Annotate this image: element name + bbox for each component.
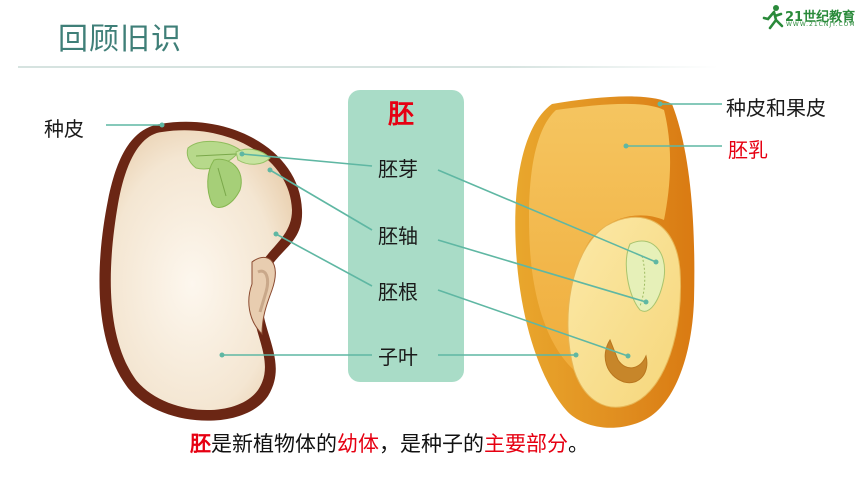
corn-kernel [515, 96, 695, 428]
summary-embryo: 胚 [190, 432, 211, 456]
label-cotyledon: 子叶 [378, 345, 418, 369]
title-divider [18, 66, 718, 68]
label-hypocotyl: 胚轴 [378, 224, 418, 248]
runner-icon [762, 5, 784, 30]
leader-lines [106, 103, 722, 357]
leader-dots [159, 101, 663, 359]
bean-plumule [186, 141, 271, 208]
bean-seed [99, 121, 303, 421]
logo: 21世纪教育 WWW.21CNJY.COM [762, 4, 858, 32]
logo-subtext: WWW.21CNJY.COM [786, 21, 856, 28]
summary-text-1: 是新植物体的 [211, 432, 337, 456]
summary-period: 。 [568, 432, 589, 456]
label-plumule: 胚芽 [378, 157, 418, 181]
label-radicle: 胚根 [378, 280, 418, 304]
page-title: 回顾旧识 [58, 22, 182, 57]
summary-text-2: ，是种子的 [379, 432, 484, 456]
label-seed-coat-pericarp: 种皮和果皮 [726, 96, 826, 120]
logo-text: 21世纪教育 [785, 10, 856, 25]
summary-main-part: 主要部分 [484, 432, 568, 456]
label-seed-coat-bean: 种皮 [44, 117, 84, 141]
label-endosperm: 胚乳 [728, 138, 768, 162]
summary-young-body: 幼体 [337, 432, 379, 456]
embryo-title: 胚 [388, 100, 415, 130]
embryo-box [348, 90, 464, 382]
summary-sentence: 胚是新植物体的幼体，是种子的主要部分。 [190, 428, 589, 458]
